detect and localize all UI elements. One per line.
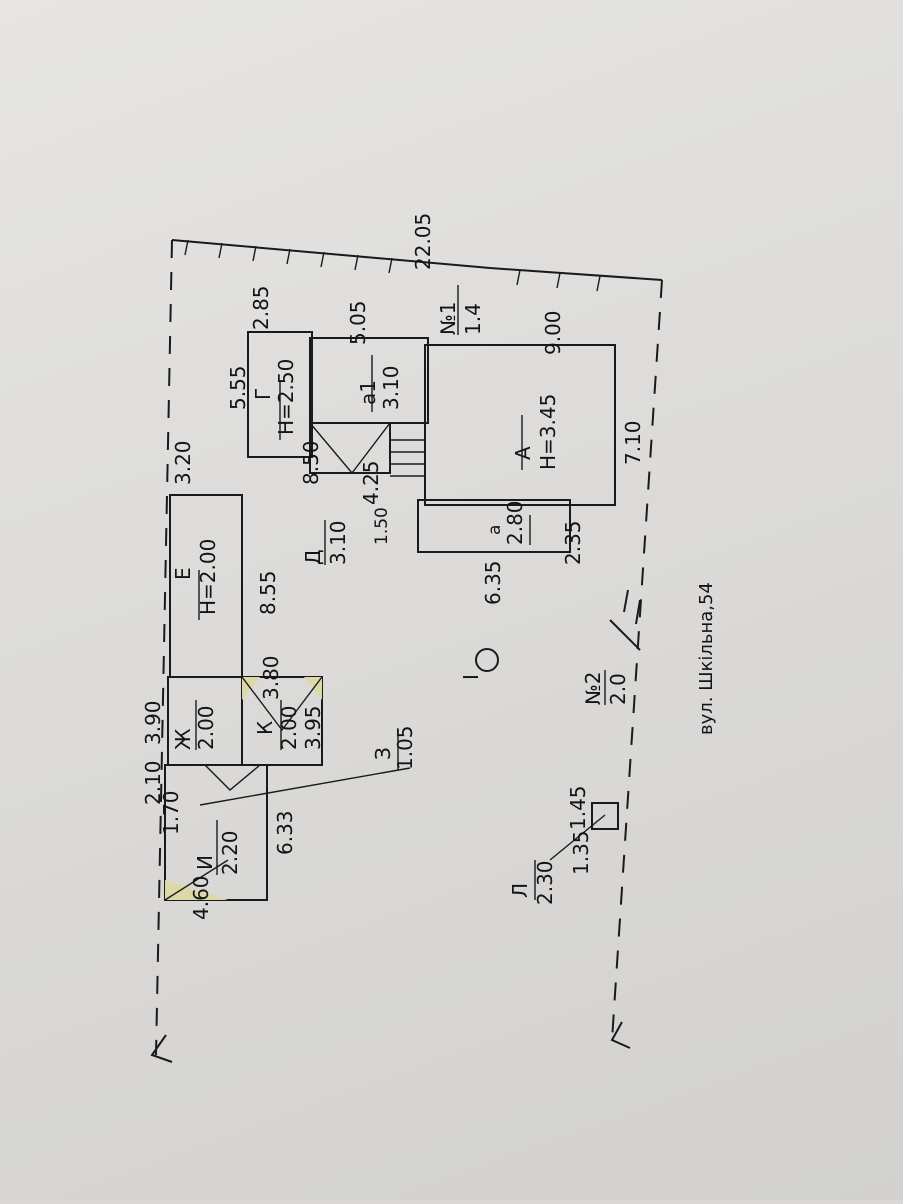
- building-e-height: Н=2.00: [196, 539, 220, 615]
- building-i-dim-top: 1.70: [159, 790, 183, 835]
- building-z-letter: З: [371, 747, 395, 760]
- building-i-letter: И: [193, 855, 217, 870]
- building-a-dim-bottom: 7.10: [621, 420, 645, 465]
- building-a1-value: 3.10: [379, 365, 403, 410]
- top-boundary: [171, 239, 663, 281]
- arrow-left: [150, 1034, 173, 1063]
- building-d-dim2: 4.25: [359, 460, 383, 505]
- plot-top-length: 22.05: [411, 213, 435, 270]
- building-small-a-dim: 2.35: [561, 520, 585, 565]
- building-d-dim4: 6.35: [481, 560, 505, 605]
- building-g-outline: [247, 331, 313, 458]
- building-z-value: 1.05: [393, 725, 417, 770]
- building-small-a-letter: а: [485, 525, 505, 535]
- well-1-label: №1: [436, 301, 460, 335]
- building-l-outline: [591, 802, 619, 830]
- arrow-right: [610, 1021, 631, 1049]
- building-g-height: Н=2.50: [274, 359, 298, 435]
- building-l-dim1: 1.35: [569, 830, 593, 875]
- street-name: вул. Шкільна,54: [696, 582, 717, 735]
- building-i-dim-bottom: 4.60: [189, 875, 213, 920]
- building-d-dim3: 1.50: [372, 507, 392, 545]
- right-boundary: [611, 279, 663, 1041]
- building-e-letter: Е: [171, 567, 195, 580]
- building-e-dim-side: 8.55: [256, 570, 280, 615]
- building-l-letter: Л: [508, 883, 532, 898]
- tree-symbol: [475, 648, 499, 672]
- building-k-letter: К: [253, 721, 277, 735]
- building-a1-dim: 5.05: [346, 300, 370, 345]
- building-i-dim-left: 2.10: [141, 760, 165, 805]
- building-a-dim-top: 9.00: [541, 310, 565, 355]
- building-k-dim-side: 3.95: [301, 705, 325, 750]
- well-1-value: 1.4: [461, 303, 485, 335]
- building-d-dim1: 8.50: [299, 440, 323, 485]
- building-g-dim-side: 5.55: [226, 365, 250, 410]
- building-d-letter: Д: [301, 549, 325, 565]
- building-i-dim-side: 6.33: [273, 810, 297, 855]
- building-small-a-outline: [417, 499, 571, 553]
- building-d-outline: [309, 422, 391, 474]
- building-zh-letter: Ж: [171, 728, 195, 750]
- building-a-height: Н=3.45: [536, 394, 560, 470]
- building-k-dim-top: 3.80: [259, 655, 283, 700]
- building-a1-letter: а1: [356, 380, 380, 405]
- building-d-value: 3.10: [326, 520, 350, 565]
- well-2-label: №2: [581, 671, 605, 705]
- building-l-value: 2.30: [533, 860, 557, 905]
- building-a-letter: А: [511, 446, 535, 460]
- building-zh-value: 2.00: [194, 705, 218, 750]
- building-small-a-value: 2.80: [503, 500, 527, 545]
- building-i-value: 2.20: [218, 830, 242, 875]
- building-zh-dim: 3.90: [141, 700, 165, 745]
- building-a-outline: [424, 344, 616, 506]
- building-k-outline: [241, 676, 323, 766]
- plot-mark: I: [459, 674, 483, 680]
- building-e-dim-top: 3.20: [171, 440, 195, 485]
- building-l-dim2: 1.45: [566, 785, 590, 830]
- building-g-dim-top: 2.85: [249, 285, 273, 330]
- building-g-letter: Г: [251, 388, 275, 400]
- left-boundary: [155, 239, 173, 1056]
- well-2-value: 2.0: [606, 673, 630, 705]
